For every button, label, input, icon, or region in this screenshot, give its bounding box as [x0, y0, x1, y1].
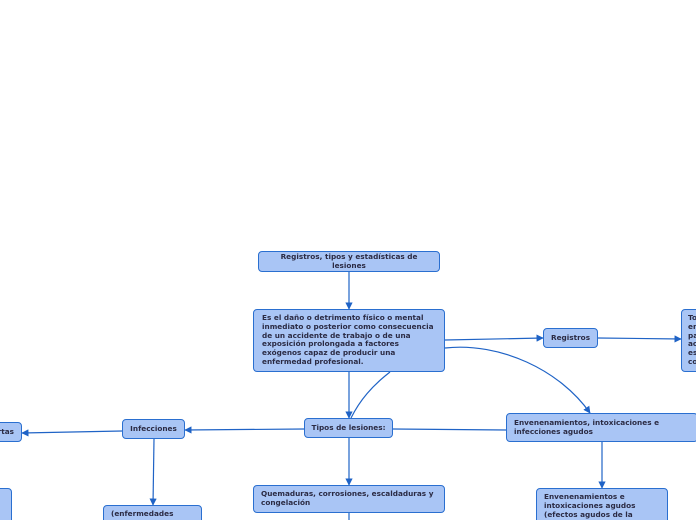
node-types[interactable]: Tipos de lesiones:	[304, 418, 393, 438]
node-infections-left[interactable]: rtas	[0, 422, 22, 442]
node-left-bottom[interactable]	[0, 488, 12, 520]
node-infections-left-text: rtas	[0, 426, 14, 436]
node-definition[interactable]: Es el daño o detrimento físico o mental …	[253, 309, 445, 372]
link-definition-to-poisonings	[444, 346, 591, 414]
link-types-to-infections	[184, 426, 305, 434]
node-definition-text: Es el daño o detrimento físico o mental …	[262, 313, 434, 366]
node-registers-text: Registros	[550, 332, 591, 342]
node-registers-detail[interactable]: To en pa ac es co	[681, 309, 696, 372]
node-registers[interactable]: Registros	[543, 328, 598, 348]
node-burns-text: Quemaduras, corrosiones, escaldaduras y …	[261, 489, 434, 507]
node-types-text: Tipos de lesiones:	[311, 422, 386, 432]
node-infections-text: Infecciones	[130, 423, 177, 433]
link-infections-to-left	[21, 429, 123, 437]
node-registers-detail-text: To en pa ac es co	[688, 313, 696, 366]
node-title[interactable]: Registros, tipos y estadísticas de lesio…	[258, 251, 440, 272]
node-infections[interactable]: Infecciones	[122, 419, 185, 439]
link-types-to-poisonings	[392, 428, 507, 431]
link-definition-to-registers	[444, 334, 544, 342]
node-poisonings[interactable]: Envenenamientos, intoxicaciones e infecc…	[506, 413, 696, 442]
node-title-text: Registros, tipos y estadísticas de lesio…	[280, 251, 418, 270]
node-poisonings-detail-text: Envenenamientos e intoxicaciones agudos …	[544, 492, 636, 519]
node-burns[interactable]: Quemaduras, corrosiones, escaldaduras y …	[253, 485, 445, 513]
node-diseases-text: (enfermedades	[111, 509, 174, 518]
node-poisonings-detail[interactable]: Envenenamientos e intoxicaciones agudos …	[536, 488, 668, 520]
link-infections-to-diseases	[149, 438, 157, 506]
node-diseases[interactable]: (enfermedades	[103, 505, 202, 520]
link-definition-to-types-curve	[350, 371, 391, 419]
node-poisonings-text: Envenenamientos, intoxicaciones e infecc…	[514, 417, 660, 436]
link-registers-to-detail	[597, 335, 682, 343]
